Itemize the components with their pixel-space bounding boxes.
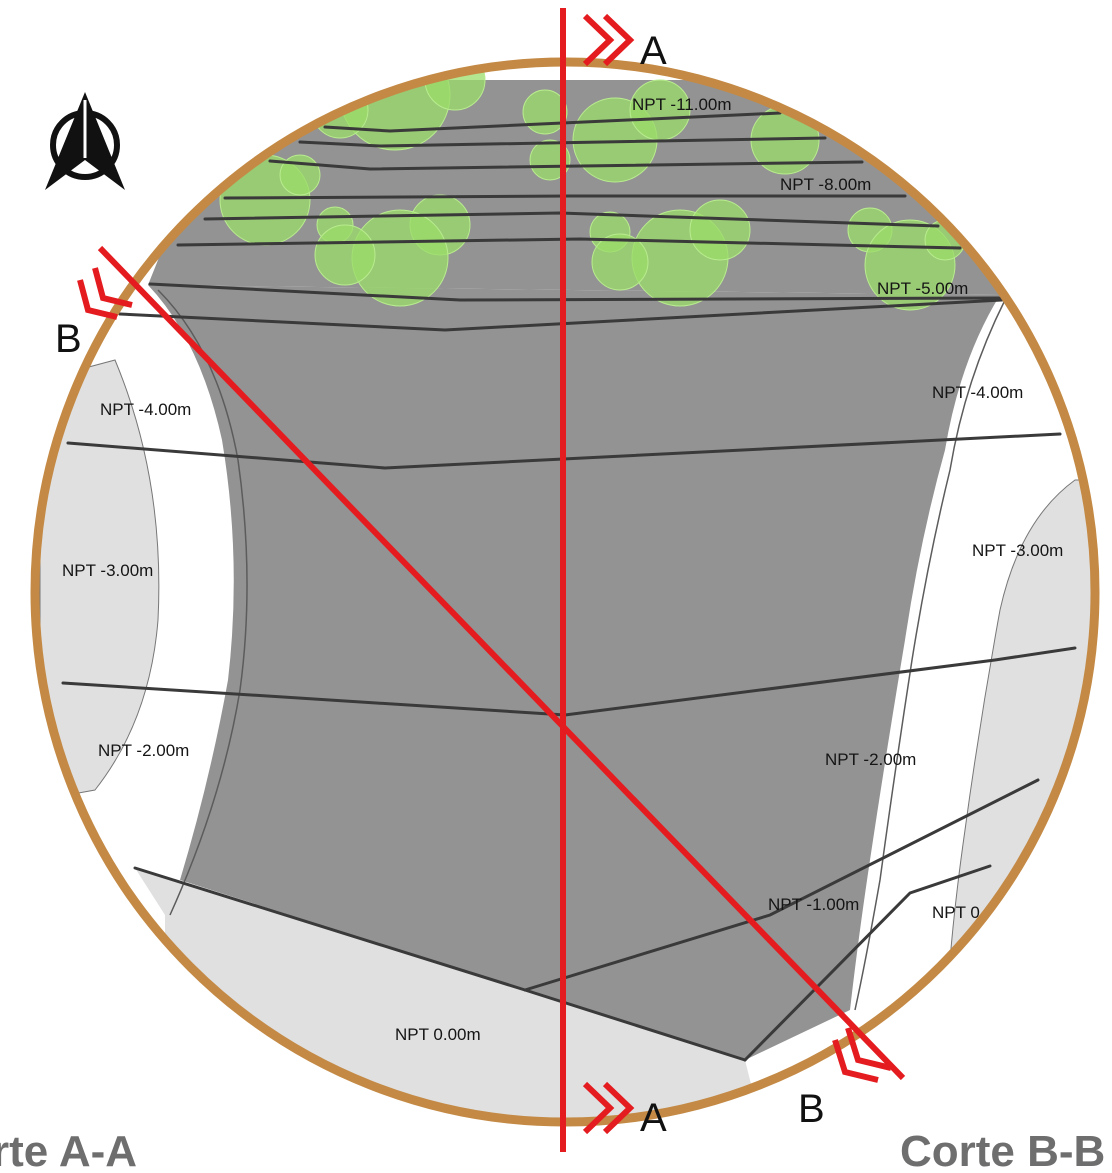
level-label-npt-3-left: NPT -3.00m — [62, 561, 153, 580]
level-label-npt-0-bottom: NPT 0.00m — [395, 1025, 481, 1044]
level-label-npt-3-right: NPT -3.00m — [972, 541, 1063, 560]
north-arrow-icon — [45, 92, 125, 190]
central-paving — [148, 285, 1000, 1060]
section-cut-a — [560, 8, 635, 1152]
section-cut-b — [77, 245, 906, 1083]
level-label-npt-5: NPT -5.00m — [877, 279, 968, 298]
cut-label-a-top: A — [640, 29, 667, 73]
cut-label-b-bottom: B — [798, 1087, 825, 1131]
cut-label-a-bottom: A — [640, 1096, 667, 1140]
left-terrace-area — [39, 359, 160, 801]
level-label-npt-8: NPT -8.00m — [780, 175, 871, 194]
level-label-npt-4-left: NPT -4.00m — [100, 400, 191, 419]
level-label-npt-1: NPT -1.00m — [768, 895, 859, 914]
level-label-npt-0-right: NPT 0.00m — [932, 903, 1018, 922]
level-label-npt-4-right: NPT -4.00m — [932, 383, 1023, 402]
caption-corte-b-b: Corte B-B — [900, 1127, 1105, 1173]
cut-label-b-top: B — [55, 317, 82, 361]
level-label-npt-11: NPT -11.00m — [632, 95, 732, 114]
level-label-npt-2-center: NPT -2.00m — [825, 750, 916, 769]
contour-lines — [61, 111, 1077, 1062]
caption-corte-a-a: rte A-A — [0, 1127, 137, 1173]
level-label-npt-2-left: NPT -2.00m — [98, 741, 189, 760]
